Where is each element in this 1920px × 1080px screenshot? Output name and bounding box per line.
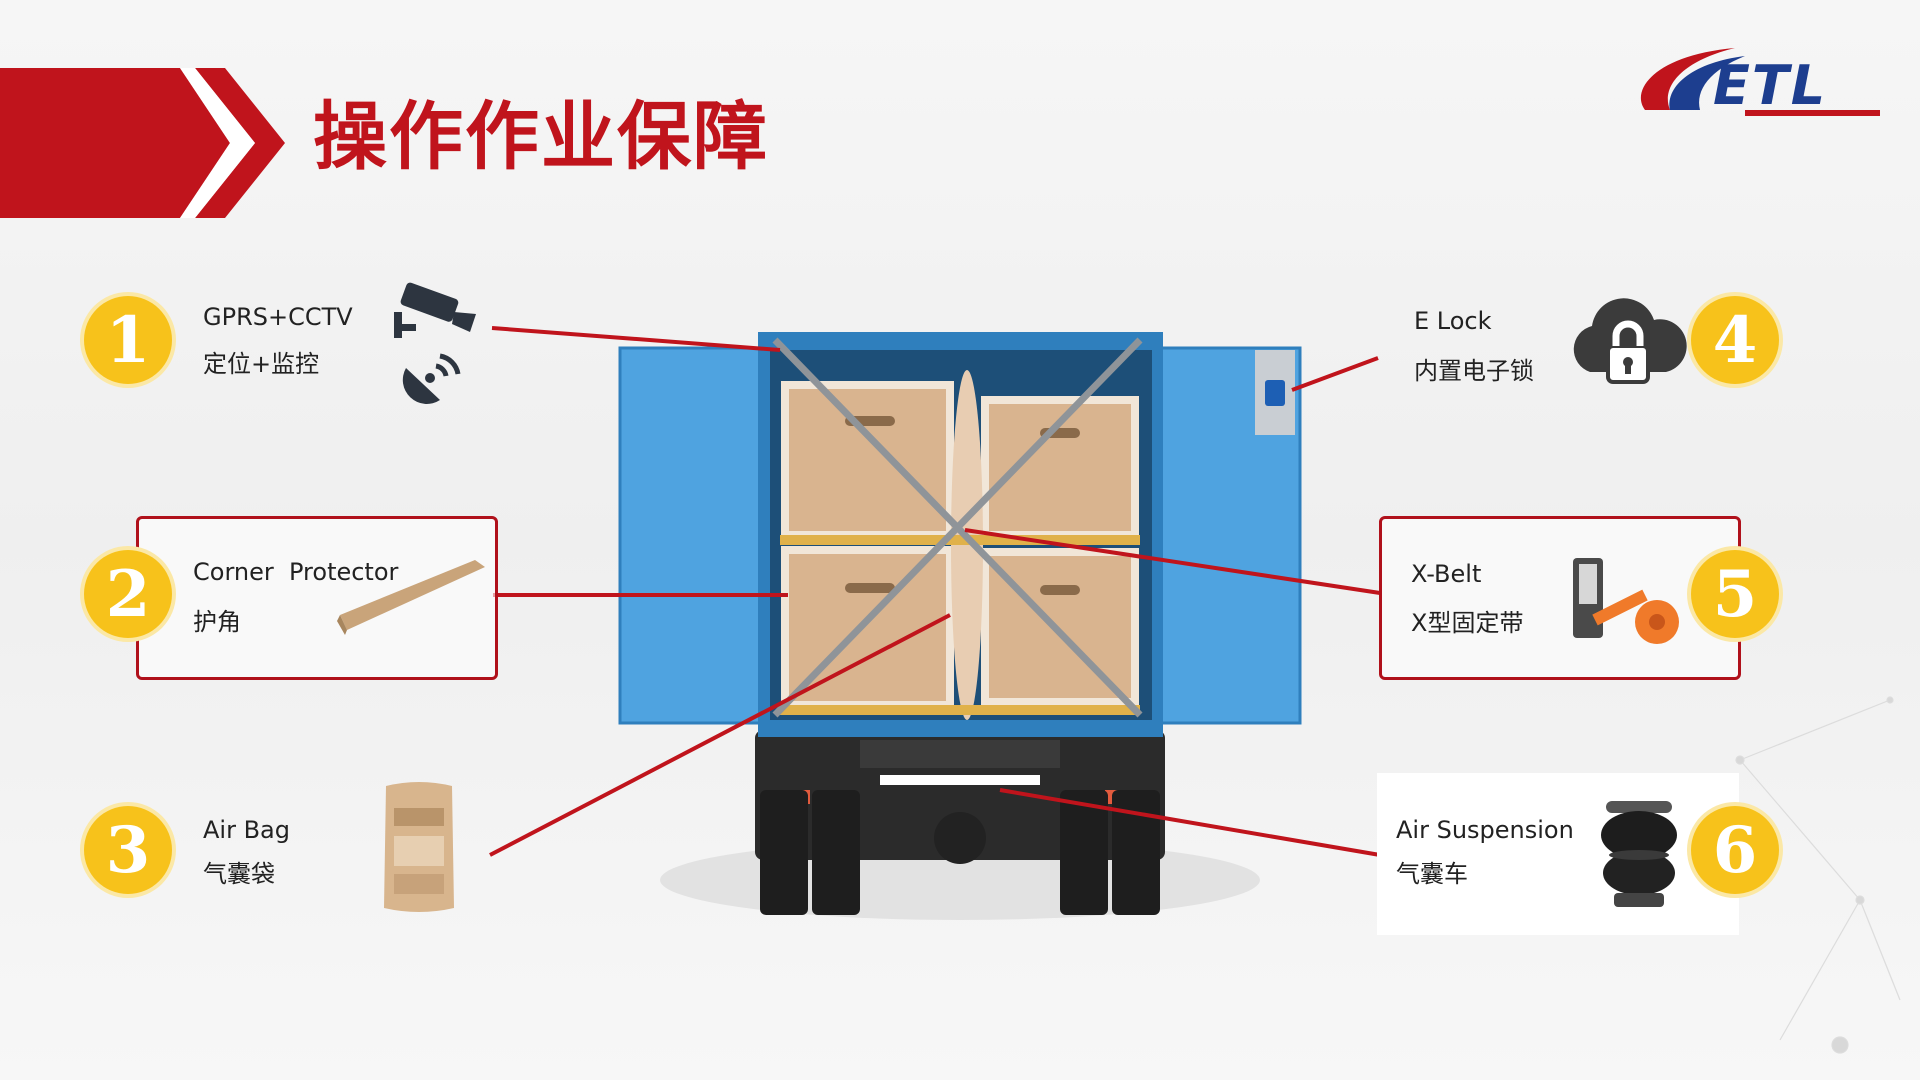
corner-protector-icon bbox=[337, 560, 485, 635]
feature-2-frame bbox=[136, 516, 498, 680]
feature-5-badge: 5 bbox=[1691, 550, 1779, 638]
feature-2-badge: 2 bbox=[84, 550, 172, 638]
header-banner bbox=[0, 68, 285, 218]
feature-5-frame bbox=[1379, 516, 1741, 680]
feature-2-label-cn: 护角 bbox=[193, 608, 241, 636]
feature-6-label-cn: 气囊车 bbox=[1396, 860, 1468, 888]
feature-4-label-cn: 内置电子锁 bbox=[1414, 357, 1534, 385]
air-bag-icon bbox=[384, 782, 454, 912]
feature-6-badge: 6 bbox=[1691, 806, 1779, 894]
feature-3-label-cn: 气囊袋 bbox=[203, 860, 275, 888]
company-logo: ETL bbox=[1625, 40, 1895, 120]
logo-text: ETL bbox=[1713, 54, 1828, 117]
feature-5-label-cn: X型固定带 bbox=[1411, 609, 1524, 637]
satellite-signal-icon bbox=[402, 353, 461, 404]
feature-6-panel bbox=[1377, 773, 1739, 935]
truck-illustration bbox=[618, 332, 1302, 920]
feature-1-label-cn: 定位+监控 bbox=[203, 350, 320, 378]
ratchet-strap-icon bbox=[1573, 558, 1679, 644]
feature-6-label-en: Air Suspension bbox=[1396, 816, 1574, 844]
feature-5-label-en: X-Belt bbox=[1411, 560, 1482, 588]
cctv-camera-icon bbox=[394, 282, 476, 338]
feature-1-badge: 1 bbox=[84, 296, 172, 384]
feature-2-label-en: Corner Protector bbox=[193, 558, 399, 586]
page-title: 操作作业保障 bbox=[313, 94, 769, 180]
logo-swoosh-icon bbox=[1640, 48, 1880, 116]
air-spring-icon bbox=[1601, 801, 1677, 907]
feature-3-badge: 3 bbox=[84, 806, 172, 894]
feature-4-badge: 4 bbox=[1691, 296, 1779, 384]
feature-4-label-en: E Lock bbox=[1414, 307, 1492, 335]
feature-1-label-en: GPRS+CCTV bbox=[203, 303, 353, 331]
feature-3-label-en: Air Bag bbox=[203, 816, 290, 844]
cloud-lock-icon bbox=[1573, 298, 1687, 384]
